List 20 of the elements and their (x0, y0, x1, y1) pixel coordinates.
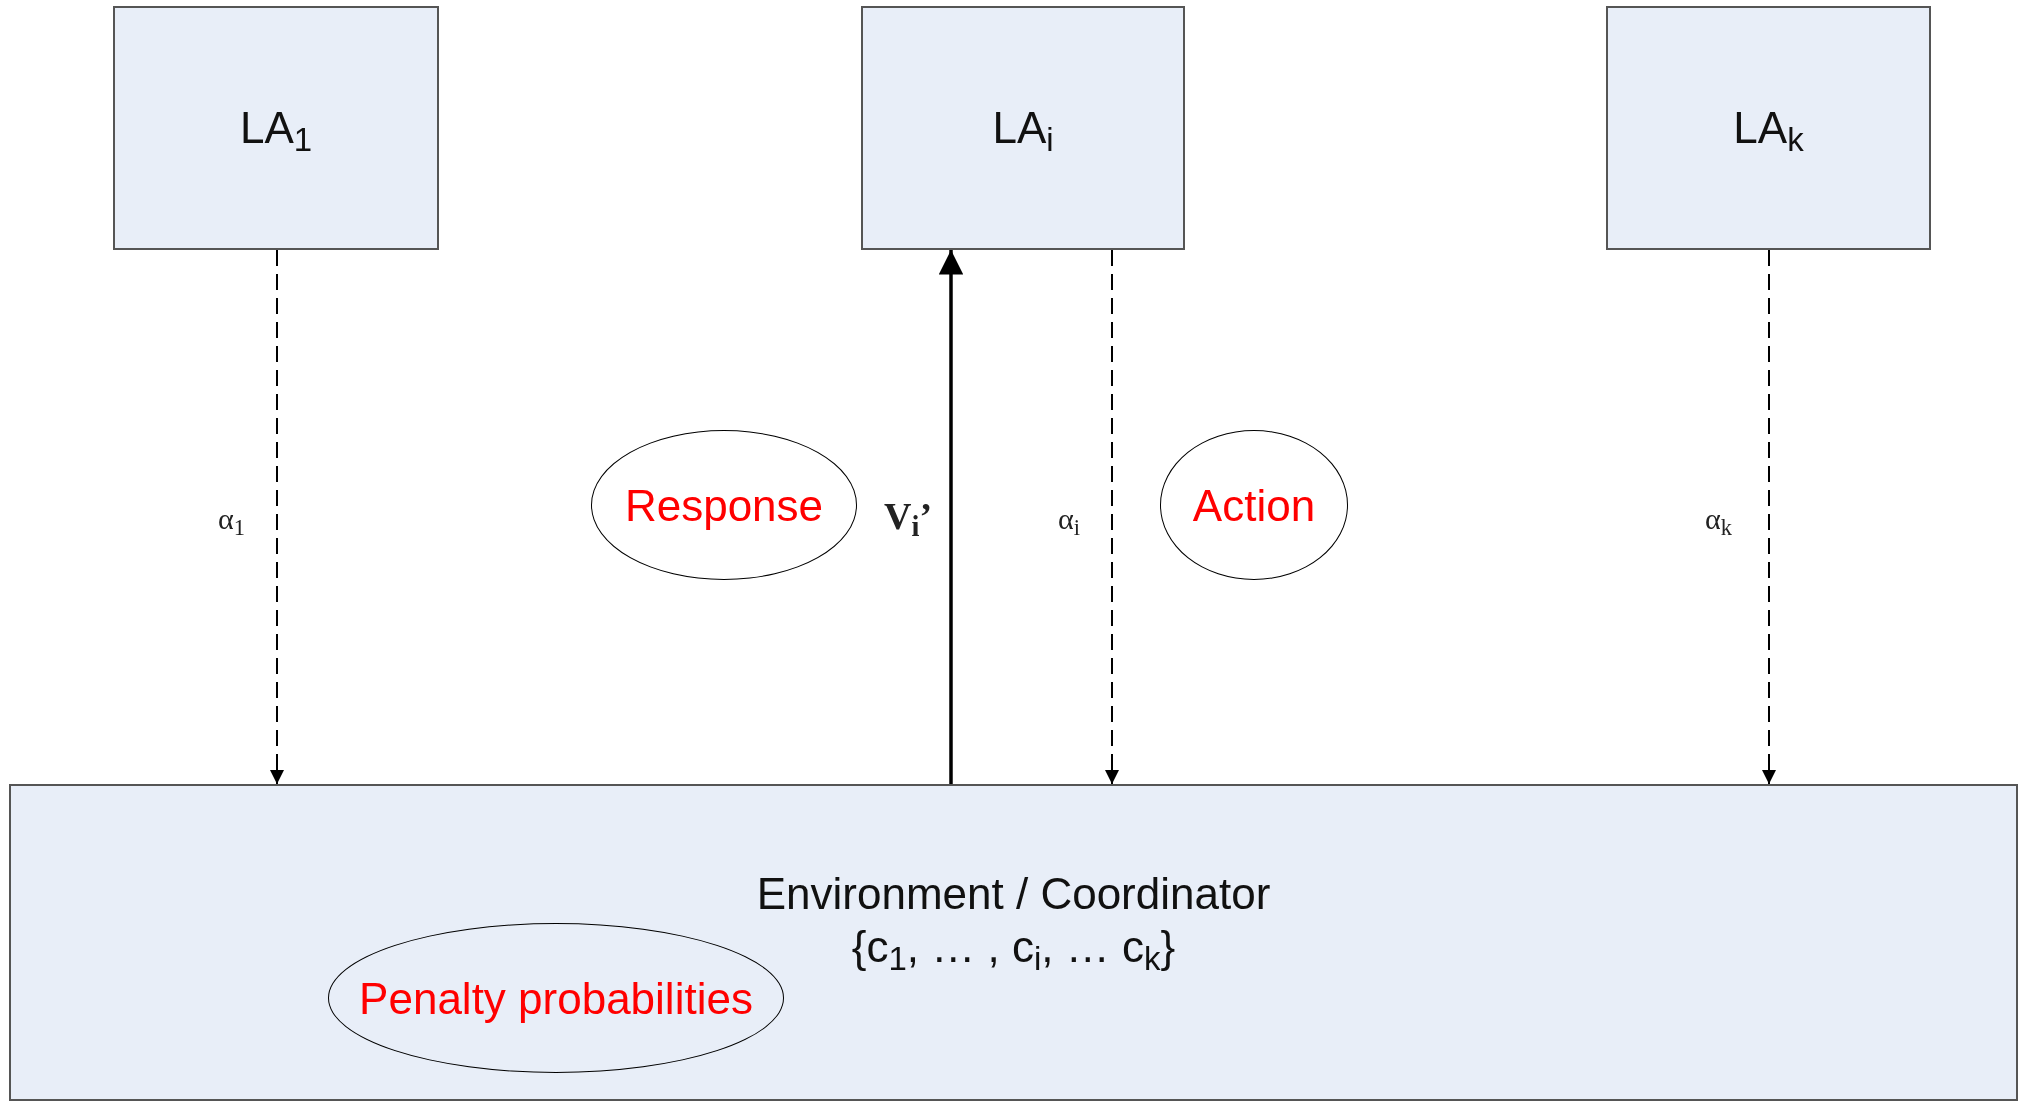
arrow (270, 249, 284, 785)
edge-label: V$_{i}$’ (884, 494, 933, 545)
ellipse-label: Penalty probabilities (359, 972, 753, 1025)
box-title: Environment / Coordinator (756, 868, 1271, 920)
arrow (1105, 249, 1119, 785)
box-title: LA$_{k}$ (1733, 101, 1804, 155)
box-subtitle: {c$_{1}$, … , c$_{i}$, … c$_{k}$} (851, 920, 1176, 974)
ellipse-label: Action (1192, 479, 1316, 532)
automaton-box (1606, 6, 1931, 250)
edge-label: α$_{1}$ (218, 501, 245, 541)
arrow (938, 250, 964, 784)
ellipse-label: Response (624, 479, 824, 532)
box-title: LA$_{1}$ (239, 101, 313, 155)
edge-label: α$_{i}$ (1058, 501, 1080, 541)
automaton-box (861, 6, 1185, 250)
edge-label: α$_{k}$ (1705, 501, 1732, 541)
box-title: LA$_{i}$ (992, 101, 1054, 155)
automaton-box (113, 6, 439, 250)
arrow (1762, 249, 1776, 785)
environment-box (9, 784, 2018, 1101)
